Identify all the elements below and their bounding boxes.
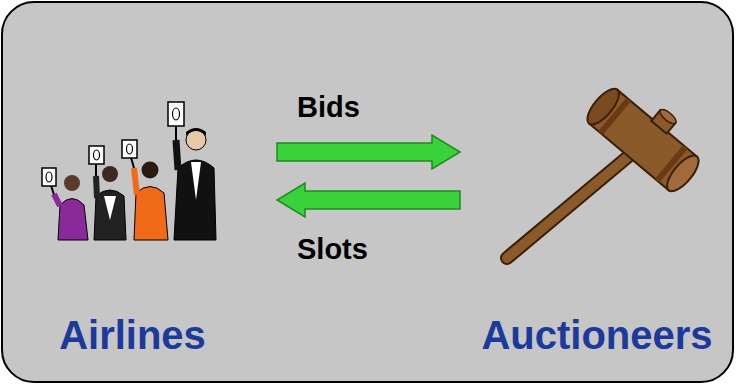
- actor-label: Auctioneers: [481, 313, 712, 357]
- block-arrow: [277, 135, 460, 169]
- actor-group: Auctioneers: [466, 85, 728, 357]
- block-arrow: [277, 183, 460, 217]
- arrow-label: Bids: [297, 92, 360, 124]
- actor-group: Airlines: [40, 85, 225, 357]
- arrow-label: Slots: [297, 234, 368, 266]
- gavel-illustration: [507, 72, 714, 258]
- actor-label: Airlines: [59, 313, 206, 357]
- bidders-illustration: [42, 102, 216, 240]
